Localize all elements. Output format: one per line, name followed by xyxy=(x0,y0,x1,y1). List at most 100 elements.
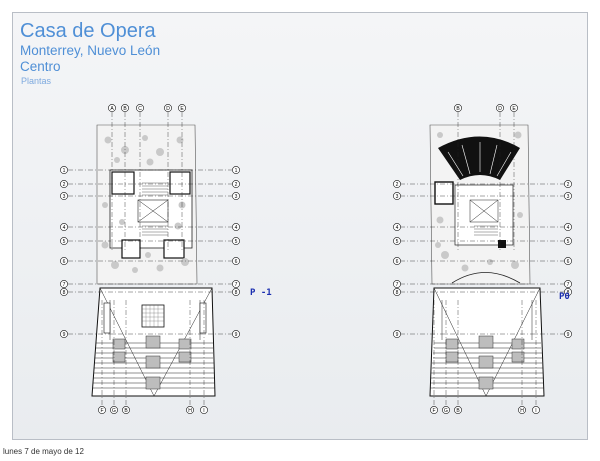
svg-text:8: 8 xyxy=(235,290,238,296)
svg-text:3: 3 xyxy=(567,194,570,200)
svg-text:8: 8 xyxy=(63,290,66,296)
svg-text:5: 5 xyxy=(63,239,66,245)
svg-text:B: B xyxy=(456,408,460,414)
axis-marker-top: B xyxy=(121,104,129,112)
svg-text:7: 7 xyxy=(396,282,399,288)
axis-marker-top: D xyxy=(164,104,172,112)
svg-text:I: I xyxy=(203,408,204,414)
axis-marker-row: 9 xyxy=(60,330,68,338)
svg-text:A: A xyxy=(110,106,114,112)
axis-marker-bottom: I xyxy=(200,406,208,414)
axis-marker-bottom: H xyxy=(518,406,526,414)
svg-text:1: 1 xyxy=(63,168,66,174)
svg-text:G: G xyxy=(444,408,448,414)
svg-text:8: 8 xyxy=(396,290,399,296)
svg-text:2: 2 xyxy=(396,182,399,188)
svg-text:6: 6 xyxy=(567,259,570,265)
axis-marker-row: 3 xyxy=(564,192,572,200)
svg-text:6: 6 xyxy=(235,259,238,265)
svg-text:E: E xyxy=(512,106,516,112)
svg-text:H: H xyxy=(188,408,192,414)
svg-text:D: D xyxy=(166,106,170,112)
slide-footer-date: lunes 7 de mayo de 12 xyxy=(3,447,84,456)
axis-marker-bottom: H xyxy=(186,406,194,414)
axis-marker-row: 1 xyxy=(60,166,68,174)
axis-marker-row: 2 xyxy=(232,180,240,188)
svg-text:9: 9 xyxy=(396,332,399,338)
axis-marker-top: B xyxy=(454,104,462,112)
svg-text:5: 5 xyxy=(396,239,399,245)
axis-marker-row: 5 xyxy=(60,237,68,245)
svg-text:G: G xyxy=(112,408,116,414)
svg-text:F: F xyxy=(100,408,103,414)
axis-marker-row: 2 xyxy=(60,180,68,188)
svg-text:4: 4 xyxy=(396,225,399,231)
svg-text:2: 2 xyxy=(567,182,570,188)
svg-text:3: 3 xyxy=(63,194,66,200)
axis-marker-row: 6 xyxy=(232,257,240,265)
floor-plan-basement xyxy=(68,112,232,405)
axis-marker-row: 5 xyxy=(564,237,572,245)
axis-marker-row: 6 xyxy=(393,257,401,265)
axis-marker-bottom: G xyxy=(110,406,118,414)
axis-marker-row: 7 xyxy=(393,280,401,288)
svg-text:C: C xyxy=(138,106,142,112)
floor-plan-ground xyxy=(400,112,566,405)
svg-text:6: 6 xyxy=(63,259,66,265)
plan-label-basement: P -1 xyxy=(250,288,272,298)
axis-marker-bottom: G xyxy=(442,406,450,414)
axis-marker-row: 8 xyxy=(60,288,68,296)
slide-title: Casa de Opera xyxy=(20,20,156,42)
svg-text:1: 1 xyxy=(235,168,238,174)
axis-marker-row: 7 xyxy=(232,280,240,288)
axis-marker-bottom: F xyxy=(430,406,438,414)
svg-text:H: H xyxy=(520,408,524,414)
axis-marker-row: 1 xyxy=(232,166,240,174)
axis-marker-row: 3 xyxy=(393,192,401,200)
axis-marker-row: 9 xyxy=(564,330,572,338)
axis-marker-row: 4 xyxy=(564,223,572,231)
axis-marker-row: 5 xyxy=(232,237,240,245)
axis-marker-row: 9 xyxy=(393,330,401,338)
axis-marker-row: 9 xyxy=(232,330,240,338)
svg-text:3: 3 xyxy=(396,194,399,200)
axis-marker-row: 4 xyxy=(232,223,240,231)
svg-text:8: 8 xyxy=(567,290,570,296)
svg-text:9: 9 xyxy=(567,332,570,338)
axis-marker-top: C xyxy=(136,104,144,112)
axis-marker-row: 3 xyxy=(232,192,240,200)
svg-text:B: B xyxy=(456,106,460,112)
axis-marker-bottom: B xyxy=(454,406,462,414)
svg-text:6: 6 xyxy=(396,259,399,265)
axis-marker-bottom: I xyxy=(532,406,540,414)
axis-marker-row: 5 xyxy=(393,237,401,245)
svg-text:4: 4 xyxy=(567,225,570,231)
svg-text:I: I xyxy=(535,408,536,414)
slide-caption: Plantas xyxy=(21,76,52,86)
plan-label-ground: P0 xyxy=(559,292,570,302)
svg-text:5: 5 xyxy=(235,239,238,245)
svg-text:2: 2 xyxy=(235,182,238,188)
axis-marker-row: 3 xyxy=(60,192,68,200)
svg-text:B: B xyxy=(124,408,128,414)
axis-marker-row: 8 xyxy=(232,288,240,296)
grid-axis-markers: A B C D E F G B H I B D E F G B H I 1 1 2 2 3 3 4 4 5 5 6 6 7 7 8 8 9 9 2 2 3 3… xyxy=(60,104,572,414)
axis-marker-top: E xyxy=(178,104,186,112)
axis-marker-row: 7 xyxy=(60,280,68,288)
svg-text:D: D xyxy=(498,106,502,112)
axis-marker-bottom: B xyxy=(122,406,130,414)
svg-text:B: B xyxy=(123,106,127,112)
svg-text:2: 2 xyxy=(63,182,66,188)
svg-text:F: F xyxy=(432,408,435,414)
axis-marker-row: 2 xyxy=(393,180,401,188)
slide-subtitle: Monterrey, Nuevo León Centro xyxy=(20,43,161,74)
svg-text:7: 7 xyxy=(63,282,66,288)
svg-text:4: 4 xyxy=(235,225,238,231)
axis-marker-row: 2 xyxy=(564,180,572,188)
axis-marker-row: 6 xyxy=(564,257,572,265)
svg-text:9: 9 xyxy=(63,332,66,338)
svg-text:7: 7 xyxy=(235,282,238,288)
axis-marker-top: E xyxy=(510,104,518,112)
svg-text:7: 7 xyxy=(567,282,570,288)
